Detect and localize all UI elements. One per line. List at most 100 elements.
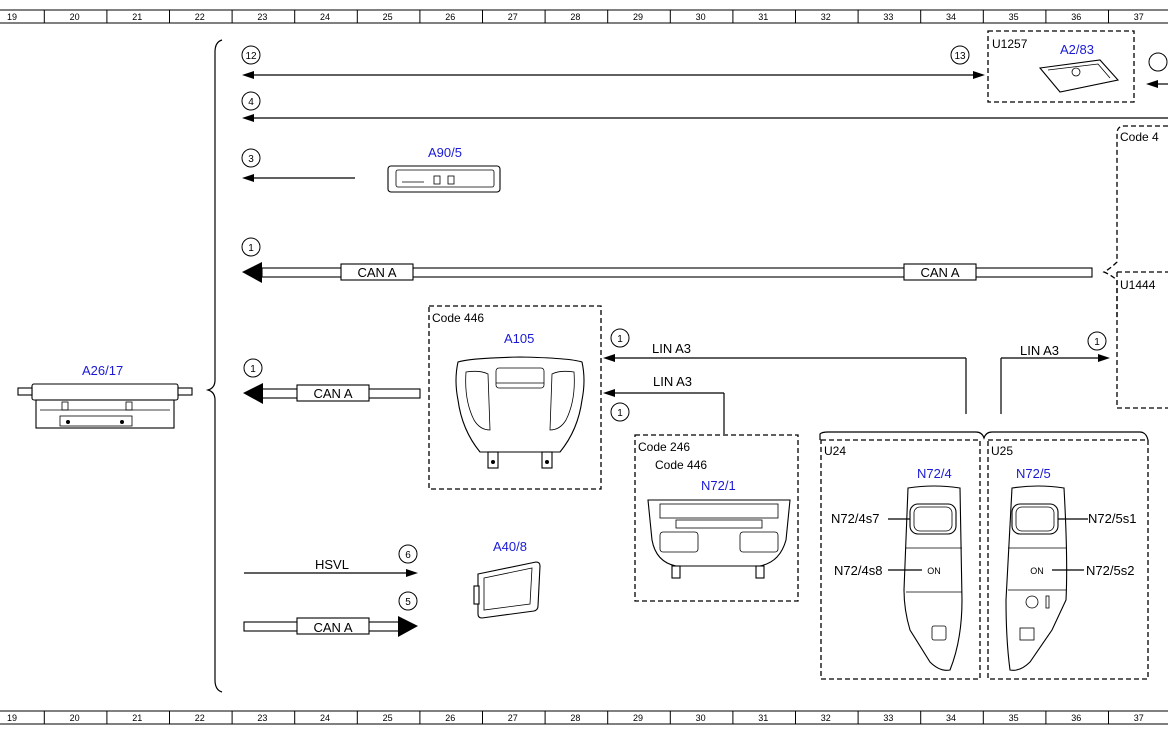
can-a-label-1: CAN A [357, 265, 396, 280]
can-a-bus-top: 1 CAN A CAN A [241, 237, 1093, 283]
u24-group: U24 N72/4 ON N72/4s7 N72/4s8 [820, 439, 981, 680]
can-a-bus-a105: 1 CAN A [243, 358, 421, 404]
u1444-label: U1444 [1120, 278, 1156, 292]
can-a-label-2: CAN A [920, 265, 959, 280]
callout-4: 4 [248, 97, 254, 108]
u24-label: U24 [824, 444, 846, 458]
top-ruler-number: 22 [195, 12, 205, 22]
bottom-ruler-number: 32 [821, 713, 831, 723]
top-ruler-number: 33 [883, 12, 893, 22]
bottom-ruler-number: 25 [383, 713, 393, 723]
code-4-partial-group: Code 4 U1444 [1102, 125, 1168, 409]
bottom-ruler-number: 28 [570, 713, 580, 723]
u25-group: U25 N72/5 ON N72/5s1 N72/5s2 [987, 439, 1149, 680]
bottom-ruler-number: 19 [7, 713, 17, 723]
top-ruler-number: 32 [821, 12, 831, 22]
u1257-group: U1257 A2/83 [987, 30, 1135, 103]
a26-17-label: A26/17 [82, 363, 123, 378]
callout-12: 12 [245, 51, 257, 62]
callout-1-lin-lower: 1 [617, 408, 623, 419]
a40-8-unit: A40/8 [473, 539, 541, 619]
callout-1-lin-upper: 1 [617, 334, 623, 345]
edge-partial-callout [1146, 52, 1168, 88]
bottom-ruler-number: 24 [320, 713, 330, 723]
top-ruler-number: 34 [946, 12, 956, 22]
top-ruler-number: 25 [383, 12, 393, 22]
top-ruler-number: 21 [132, 12, 142, 22]
top-ruler-number: 30 [696, 12, 706, 22]
hsvl-label: HSVL [315, 557, 349, 572]
top-ruler-number: 36 [1071, 12, 1081, 22]
bus-brace [205, 39, 223, 693]
n72-1-label: N72/1 [701, 478, 736, 493]
n72-5-on-label: ON [1030, 566, 1044, 576]
top-ruler-number: 29 [633, 12, 643, 22]
n72-4-on-label: ON [927, 566, 941, 576]
bottom-ruler-number: 26 [445, 713, 455, 723]
top-ruler-number: 28 [570, 12, 580, 22]
bottom-ruler-number: 22 [195, 713, 205, 723]
code-446-a105-group: Code 446 A105 [428, 305, 602, 490]
top-ruler-number: 26 [445, 12, 455, 22]
top-ruler-number: 24 [320, 12, 330, 22]
a2-83-label: A2/83 [1060, 42, 1094, 57]
bottom-ruler-number: 35 [1009, 713, 1019, 723]
callout-3: 3 [248, 154, 254, 165]
code-4-label: Code 4 [1120, 130, 1159, 144]
n72-5s1-label: N72/5s1 [1088, 511, 1136, 526]
hsvl-connection-6: 6 HSVL [244, 544, 418, 577]
code-246-label: Code 246 [638, 440, 690, 454]
a90-5-unit: A90/5 [387, 145, 501, 193]
lin-a3-label-1: LIN A3 [652, 341, 691, 356]
connection-4: 4 [241, 91, 1168, 122]
n72-4-label: N72/4 [917, 466, 952, 481]
top-ruler-number: 31 [758, 12, 768, 22]
code-246-n72-1-group: Code 246 Code 446 N72/1 [634, 434, 799, 602]
top-ruler-number: 19 [7, 12, 17, 22]
callout-6: 6 [405, 550, 411, 561]
can-a-label-4: CAN A [313, 620, 352, 635]
lin-a3-label-3: LIN A3 [1020, 343, 1059, 358]
bottom-ruler-number: 31 [758, 713, 768, 723]
top-ruler-number: 35 [1009, 12, 1019, 22]
can-a-connection-5: 5 CAN A [243, 591, 418, 637]
bottom-ruler-number: 21 [132, 713, 142, 723]
a90-5-label: A90/5 [428, 145, 462, 160]
bottom-ruler-number: 27 [508, 713, 518, 723]
bottom-ruler-number: 20 [70, 713, 80, 723]
code-446-label: Code 446 [432, 311, 484, 325]
lin-a3-wires: 1 LIN A3 1 LIN A3 LIN A3 1 [603, 328, 1110, 434]
callout-5: 5 [405, 597, 411, 608]
top-ruler-number: 27 [508, 12, 518, 22]
bottom-ruler-number: 34 [946, 713, 956, 723]
u1257-label: U1257 [992, 37, 1028, 51]
top-ruler-number: 37 [1134, 12, 1144, 22]
connection-3: 3 [241, 148, 355, 182]
callout-13: 13 [954, 51, 966, 62]
code-446-b-label: Code 446 [655, 458, 707, 472]
u25-label: U25 [991, 444, 1013, 458]
n72-5-label: N72/5 [1016, 466, 1051, 481]
bottom-ruler-number: 33 [883, 713, 893, 723]
bottom-ruler-number: 29 [633, 713, 643, 723]
callout-1-lin-right: 1 [1094, 337, 1100, 348]
u24-u25-brace [819, 431, 1149, 441]
n72-4s8-label: N72/4s8 [834, 563, 882, 578]
top-ruler: 19 20 21 22 23 24 25 26 27 28 29 30 31 32 33 34 35 36 37 [0, 9, 1168, 24]
top-ruler-number: 20 [70, 12, 80, 22]
n72-5s2-label: N72/5s2 [1086, 563, 1134, 578]
n72-4s7-label: N72/4s7 [831, 511, 879, 526]
a40-8-label: A40/8 [493, 539, 527, 554]
top-ruler-number: 23 [257, 12, 267, 22]
bottom-ruler-number: 36 [1071, 713, 1081, 723]
a105-label: A105 [504, 331, 534, 346]
callout-1-a105: 1 [250, 364, 256, 375]
bottom-ruler-number: 23 [257, 713, 267, 723]
lin-a3-label-2: LIN A3 [653, 374, 692, 389]
callout-1-top: 1 [248, 243, 254, 254]
connection-12-13: 12 13 [241, 45, 985, 79]
bottom-ruler-number: 37 [1134, 713, 1144, 723]
a26-17-unit: A26/17 [17, 363, 193, 429]
